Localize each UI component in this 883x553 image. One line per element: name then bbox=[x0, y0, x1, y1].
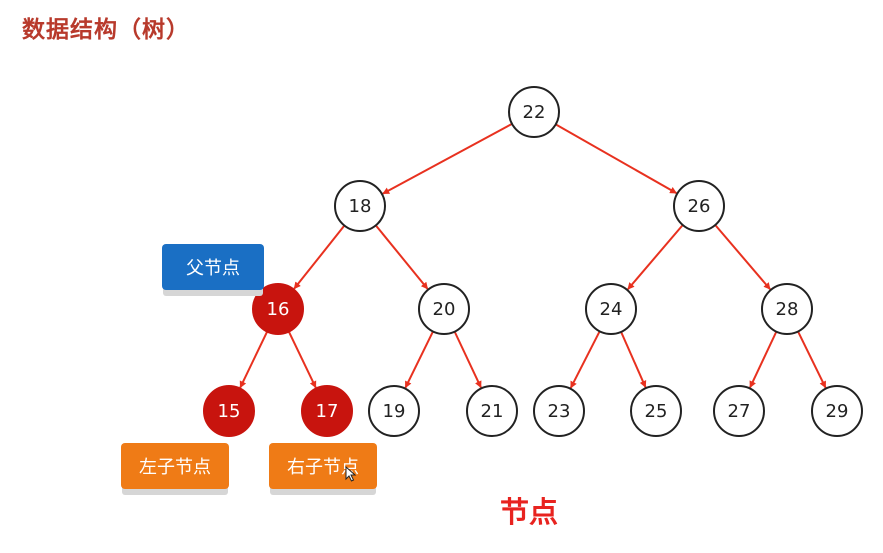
node-label: 16 bbox=[267, 299, 290, 320]
node-label: 25 bbox=[645, 401, 668, 422]
node-label: 28 bbox=[776, 299, 799, 320]
tree-node-21: 21 bbox=[466, 385, 518, 437]
edge-n20-n19 bbox=[404, 331, 434, 389]
node-circle bbox=[811, 385, 863, 437]
tree-node-18: 18 bbox=[334, 180, 386, 232]
tree-node-24: 24 bbox=[585, 283, 637, 335]
edge-n18-n20 bbox=[375, 224, 429, 290]
edge-n20-n21 bbox=[453, 331, 482, 389]
node-label: 29 bbox=[826, 401, 849, 422]
node-circle bbox=[203, 385, 255, 437]
node-caption: 节点 bbox=[500, 495, 559, 529]
node-circle bbox=[508, 86, 560, 138]
node-circle bbox=[533, 385, 585, 437]
parent-node-tag: 父节点 bbox=[162, 244, 264, 290]
node-label: 26 bbox=[688, 196, 711, 217]
tree-node-28: 28 bbox=[761, 283, 813, 335]
mouse-cursor-icon bbox=[345, 466, 357, 482]
node-circle bbox=[334, 180, 386, 232]
tree-node-23: 23 bbox=[533, 385, 585, 437]
edges-layer bbox=[239, 123, 827, 389]
edge-n28-n29 bbox=[797, 331, 827, 389]
node-circle bbox=[418, 283, 470, 335]
tree-node-16: 16 bbox=[252, 283, 304, 335]
page-title: 数据结构（树） bbox=[22, 17, 190, 43]
edge-n18-n16 bbox=[293, 224, 346, 290]
node-circle bbox=[301, 385, 353, 437]
node-label: 24 bbox=[600, 299, 623, 320]
tree-node-20: 20 bbox=[418, 283, 470, 335]
edge-n24-n25 bbox=[620, 331, 647, 388]
edge-n16-n17 bbox=[287, 331, 317, 389]
node-circle bbox=[673, 180, 725, 232]
edge-n26-n24 bbox=[627, 224, 684, 290]
nodes-layer: 22 18 26 16 20 24 28 15 17 19 21 23 25 27 29 bbox=[203, 86, 863, 437]
node-label: 17 bbox=[316, 401, 339, 422]
node-circle bbox=[368, 385, 420, 437]
tree-node-26: 26 bbox=[673, 180, 725, 232]
node-label: 18 bbox=[349, 196, 372, 217]
node-label: 21 bbox=[481, 401, 504, 422]
node-circle bbox=[630, 385, 682, 437]
tree-node-25: 25 bbox=[630, 385, 682, 437]
node-circle bbox=[585, 283, 637, 335]
left-child-tag: 左子节点 bbox=[121, 443, 229, 489]
tree-node-17: 17 bbox=[301, 385, 353, 437]
edge-n28-n27 bbox=[749, 331, 778, 389]
tree-node-27: 27 bbox=[713, 385, 765, 437]
node-label: 27 bbox=[728, 401, 751, 422]
node-circle bbox=[713, 385, 765, 437]
edge-n16-n15 bbox=[239, 331, 269, 389]
edge-n24-n23 bbox=[569, 330, 601, 389]
tree-node-19: 19 bbox=[368, 385, 420, 437]
tree-node-15: 15 bbox=[203, 385, 255, 437]
node-label: 22 bbox=[523, 102, 546, 123]
node-label: 23 bbox=[548, 401, 571, 422]
edge-n22-n18 bbox=[382, 123, 513, 195]
node-circle bbox=[761, 283, 813, 335]
edge-n22-n26 bbox=[555, 123, 678, 194]
node-circle bbox=[252, 283, 304, 335]
tree-node-22: 22 bbox=[508, 86, 560, 138]
node-label: 19 bbox=[383, 401, 406, 422]
node-circle bbox=[466, 385, 518, 437]
tree-node-29: 29 bbox=[811, 385, 863, 437]
right-child-tag: 右子节点 bbox=[269, 443, 377, 489]
node-label: 15 bbox=[218, 401, 241, 422]
edge-n26-n28 bbox=[714, 224, 771, 290]
node-label: 20 bbox=[433, 299, 456, 320]
